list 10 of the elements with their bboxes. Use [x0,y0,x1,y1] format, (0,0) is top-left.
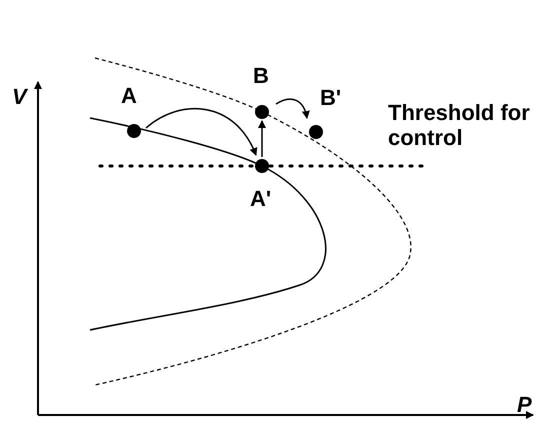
axis-label: P [517,392,533,417]
arrow [276,98,310,119]
point-label: B' [320,86,342,110]
threshold-label: Threshold for control [388,100,531,150]
point-label: A' [250,187,272,211]
axis-label: V [12,84,29,109]
arrow [258,120,266,157]
point-label: A [121,84,137,108]
arrow [146,108,257,156]
point-label: B [253,64,269,88]
